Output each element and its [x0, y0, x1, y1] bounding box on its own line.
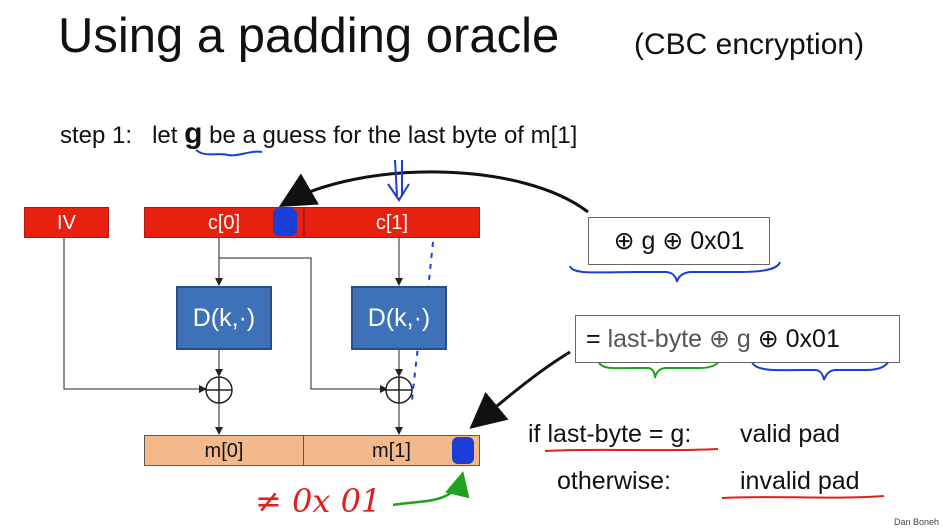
invalid-underline-ink — [721, 495, 885, 499]
handwritten-not-equal: ≠ 0x 01 — [255, 482, 382, 520]
last-byte-bracket-ink — [597, 355, 723, 379]
result-arrow — [469, 350, 571, 429]
m0-block: m[0] — [144, 435, 304, 466]
note-bracket-ink — [569, 261, 781, 283]
iv-label: IV — [57, 212, 76, 234]
step-prefix: step 1: — [60, 122, 133, 149]
g-underline-ink — [195, 149, 263, 157]
decrypt-block-0: D(k,·) — [176, 286, 272, 350]
step-line: step 1: let g be a guess for the last by… — [60, 117, 577, 151]
m1-last-byte-mark — [452, 437, 474, 464]
m1-block: m[1] — [303, 435, 480, 466]
condition-if: if last-byte = g: — [528, 420, 692, 448]
modify-note: ⊕ g ⊕ 0x01 — [613, 227, 745, 255]
slide-title: Using a padding oracle — [58, 9, 560, 63]
c1-label: c[1] — [375, 212, 409, 234]
result-tail: ⊕ 0x01 — [757, 325, 840, 353]
step-let: let — [152, 122, 178, 149]
result-struck-g: ⊕ g — [709, 325, 751, 353]
modify-arrow — [278, 170, 589, 214]
condition-valid: valid pad — [740, 420, 841, 448]
green-arrow-ink — [392, 471, 470, 507]
slide-subtitle: (CBC encryption) — [634, 28, 865, 61]
c0-label: c[0] — [207, 212, 241, 234]
result-struck-last-byte: last-byte — [607, 324, 703, 353]
c1-block: c[1] — [304, 207, 480, 238]
iv-block: IV — [24, 207, 109, 238]
xor-node-1 — [385, 376, 413, 404]
step-suffix: be a guess for the last byte of m[1] — [209, 122, 578, 149]
decrypt-label-0: D(k,·) — [192, 303, 256, 332]
m0-label: m[0] — [204, 440, 244, 462]
m1-label: m[1] — [372, 440, 411, 462]
pad-bracket-ink — [751, 357, 891, 381]
xor-node-0 — [205, 376, 233, 404]
step-guess-variable: g — [184, 117, 203, 150]
modify-note-box: ⊕ g ⊕ 0x01 — [588, 217, 770, 265]
condition-otherwise: otherwise: — [557, 467, 671, 495]
condition-invalid: invalid pad — [740, 467, 860, 495]
author-credit: Dan Boneh — [893, 517, 939, 527]
result-eq: = — [586, 324, 601, 353]
last-byte-underline-ink — [544, 448, 719, 452]
c1-mark-ink — [387, 159, 410, 202]
result-note-box: = last-byte ⊕ g ⊕ 0x01 — [575, 315, 900, 363]
c0-last-byte-mark — [273, 208, 297, 236]
decrypt-label-1: D(k,·) — [367, 303, 431, 332]
decrypt-block-1: D(k,·) — [351, 286, 447, 350]
